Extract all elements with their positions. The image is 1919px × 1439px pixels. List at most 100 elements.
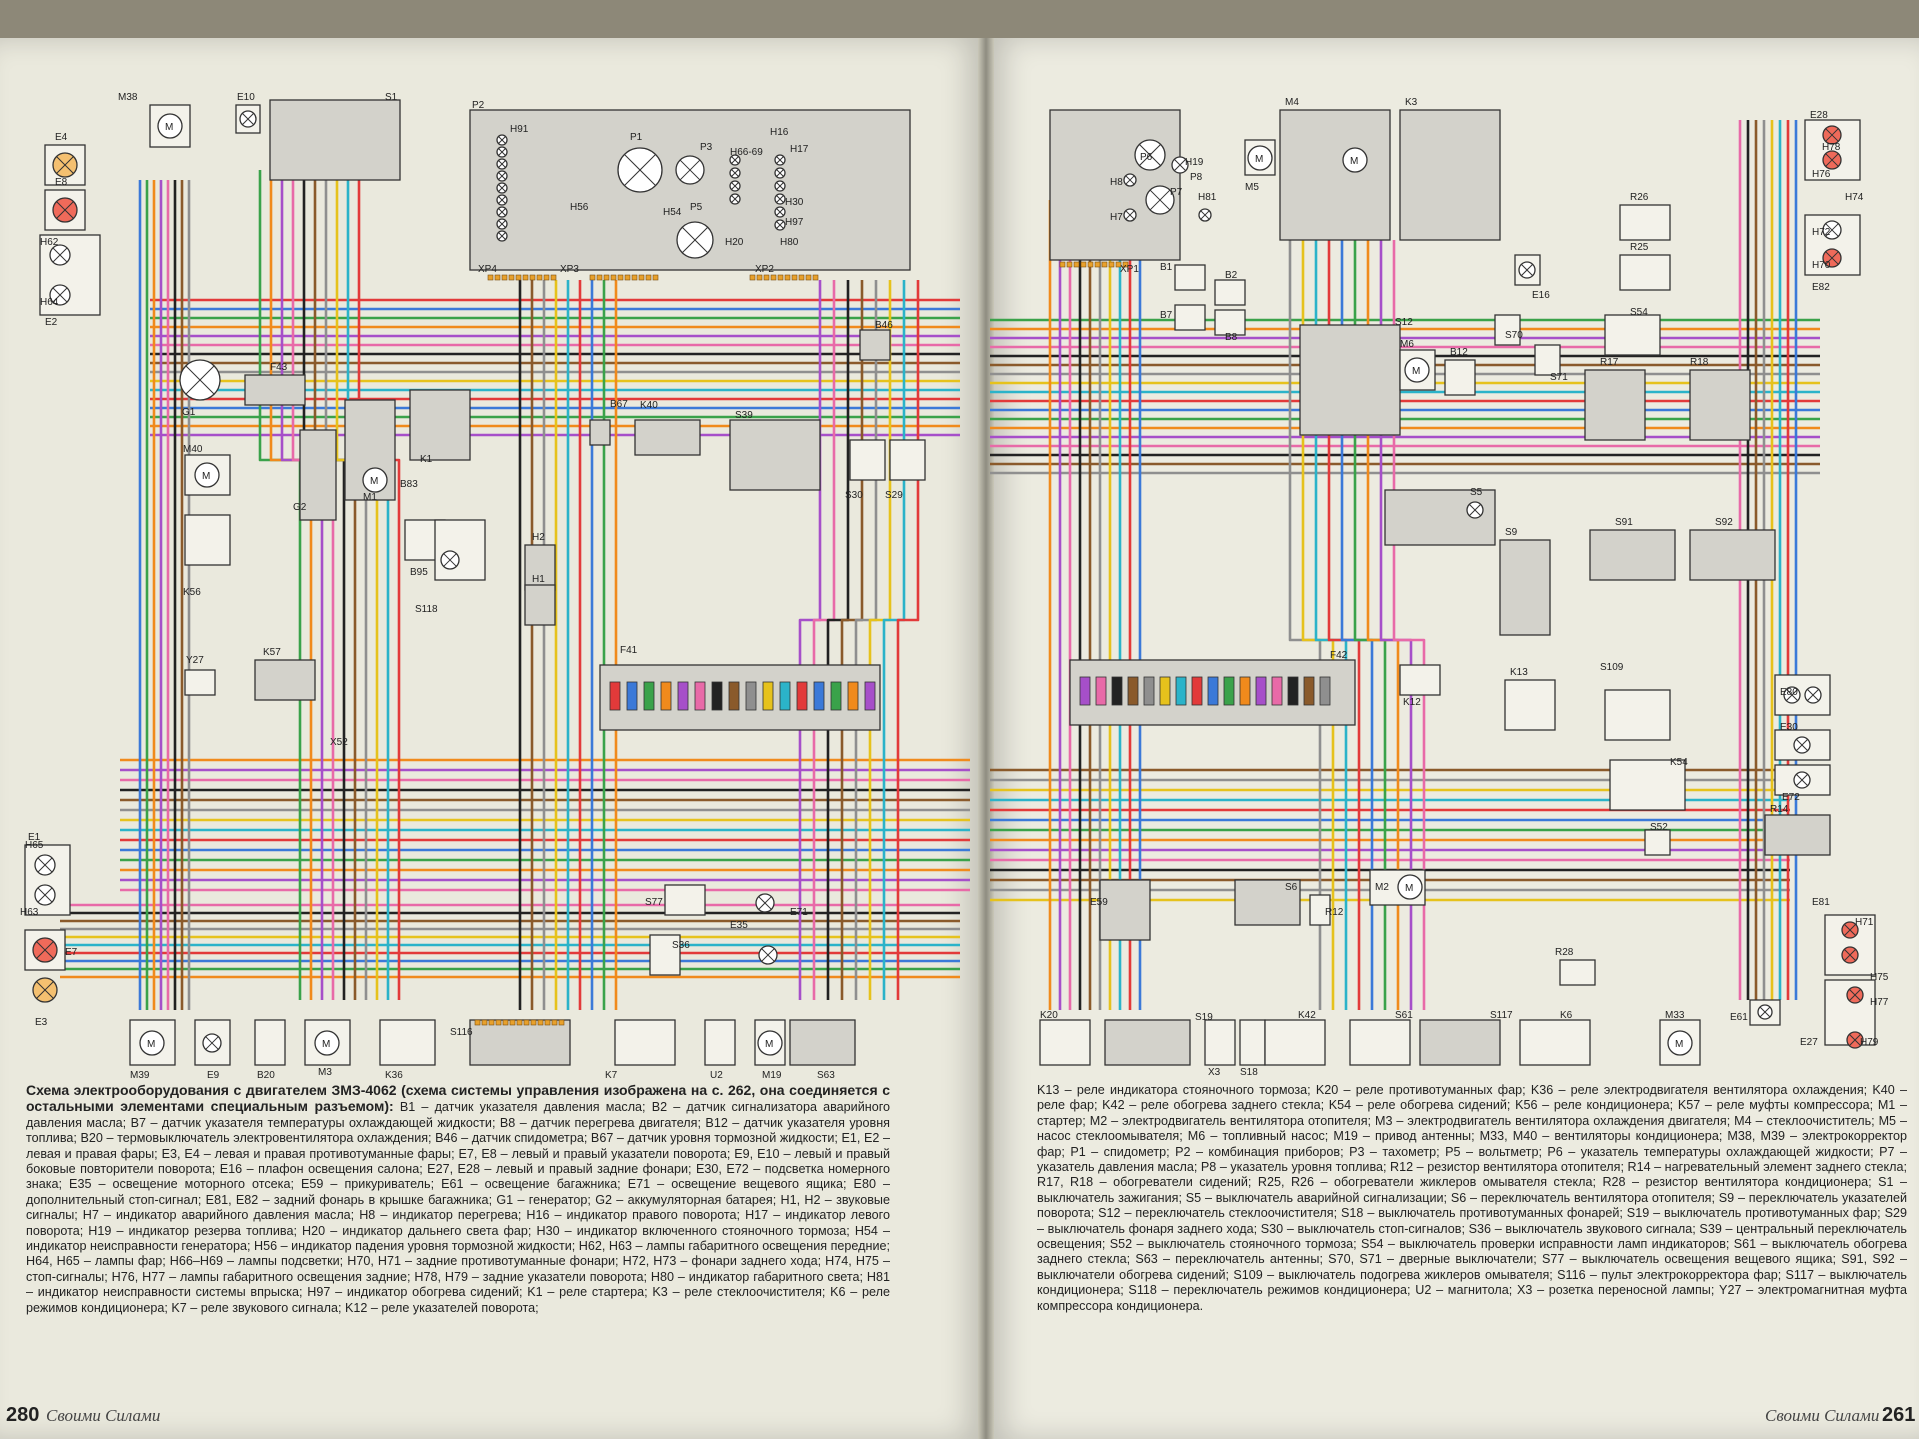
label-s61: S61	[1395, 1010, 1413, 1021]
label-b1: B1	[1160, 262, 1173, 273]
label-h63: H63	[20, 907, 39, 918]
fuse-f42	[1223, 676, 1235, 706]
label-r14: R14	[1770, 804, 1789, 815]
switch-s54	[1604, 314, 1661, 356]
motor-m40-glyph: M	[202, 471, 210, 482]
motor-m3-glyph: M	[322, 1039, 330, 1050]
sensor-b1	[1174, 264, 1206, 291]
connector-xp1	[1073, 261, 1080, 268]
label-h56: H56	[570, 202, 589, 213]
rear-window-r14	[1764, 814, 1831, 856]
motor-m33	[1667, 1030, 1693, 1056]
instrument-cluster-right	[1049, 109, 1181, 261]
turn-switch-s9	[1499, 539, 1551, 636]
seat-heater-r18	[1689, 369, 1751, 441]
fog-switch-s19	[1104, 1019, 1191, 1066]
label-h77: H77	[1870, 997, 1889, 1008]
motor-m19	[757, 1030, 783, 1056]
connector-s116	[558, 1019, 565, 1026]
label-f41: F41	[620, 645, 638, 656]
connector-xp1	[1059, 261, 1066, 268]
fuse-f41	[796, 681, 808, 711]
motor-m2	[1397, 874, 1423, 900]
lamp-h8-cross2	[1125, 175, 1135, 185]
label-p8: P8	[1190, 172, 1203, 183]
connector-xp4	[522, 274, 529, 281]
lamp-h64-cross2	[52, 287, 68, 303]
wire-trunk-right	[798, 280, 822, 1000]
heater-r26	[1619, 204, 1671, 241]
fuse-f41	[711, 681, 723, 711]
connector-s116	[481, 1019, 488, 1026]
light-switch-s39	[729, 419, 821, 491]
label-m39: M39	[130, 1070, 150, 1081]
label-k20: K20	[1040, 1010, 1058, 1021]
lamp-h78-cross2	[1825, 128, 1839, 142]
label-b83: B83	[400, 479, 418, 490]
label-p5: P5	[690, 202, 703, 213]
label-r26: R26	[1630, 192, 1649, 203]
label-f42: F42	[1330, 650, 1348, 661]
fuse-f41	[847, 681, 859, 711]
connector-xp2	[798, 274, 805, 281]
wire-trunk-right	[896, 280, 920, 1000]
label-r25: R25	[1630, 242, 1649, 253]
fuse-f41	[626, 681, 638, 711]
label-xp2: XP2	[755, 264, 774, 275]
lamp-h91-cross2	[498, 172, 506, 180]
label-b7: B7	[1160, 310, 1173, 321]
label-h2: H2	[532, 532, 545, 543]
relay-k57	[254, 659, 316, 701]
label-b46: B46	[875, 320, 893, 331]
label-h75: H75	[1870, 972, 1889, 983]
label-s12: S12	[1395, 317, 1413, 328]
label-s52: S52	[1650, 822, 1668, 833]
label-m2: M2	[1375, 882, 1389, 893]
gauge-p1-cross2	[624, 154, 656, 186]
label-h66-69: H66-69	[730, 147, 763, 158]
fuse-box-f43	[244, 374, 306, 406]
fuse-f42	[1127, 676, 1139, 706]
connector-xp3	[610, 274, 617, 281]
label-m33: M33	[1665, 1010, 1685, 1021]
gauge-p5-cross2	[682, 227, 708, 253]
connector-s116	[516, 1019, 523, 1026]
motor-m38	[157, 113, 183, 139]
generator-g1-cross2	[185, 365, 215, 395]
label-s5: S5	[1470, 487, 1483, 498]
motor-m1-glyph: M	[370, 476, 378, 487]
fuse-f41	[745, 681, 757, 711]
switch-s29	[889, 439, 926, 481]
relay-k1	[409, 389, 471, 461]
label-h17: H17	[790, 144, 809, 155]
fuse-f41	[762, 681, 774, 711]
motor-m39-glyph: M	[147, 1039, 155, 1050]
fuse-f41	[779, 681, 791, 711]
motor-m33-glyph: M	[1675, 1039, 1683, 1050]
label-e61: E61	[1730, 1012, 1748, 1023]
connector-s116	[544, 1019, 551, 1026]
connector-s116	[495, 1019, 502, 1026]
motor-m1	[362, 467, 388, 493]
fuse-f42	[1159, 676, 1171, 706]
book-fold	[978, 38, 994, 1439]
lamp-e4-cross2	[56, 156, 74, 174]
label-e71: E71	[790, 907, 808, 918]
label-e30: E30	[1780, 722, 1798, 733]
connector-xp2	[763, 274, 770, 281]
fuse-f42	[1111, 676, 1123, 706]
label-s71: S71	[1550, 372, 1568, 383]
label-b67: B67	[610, 399, 628, 410]
lamp-e16-cross2	[1521, 264, 1533, 276]
label-s63: S63	[817, 1070, 835, 1081]
lamp-s5-cross2	[1469, 504, 1481, 516]
label-xp1: XP1	[1120, 264, 1139, 275]
label-k1: K1	[420, 454, 433, 465]
label-x52: X52	[330, 737, 348, 748]
label-u2: U2	[710, 1070, 723, 1081]
switch-s63	[789, 1019, 856, 1066]
label-h81: H81	[1198, 192, 1217, 203]
connector-xp4	[536, 274, 543, 281]
gauge-p7-cross2	[1149, 189, 1171, 211]
